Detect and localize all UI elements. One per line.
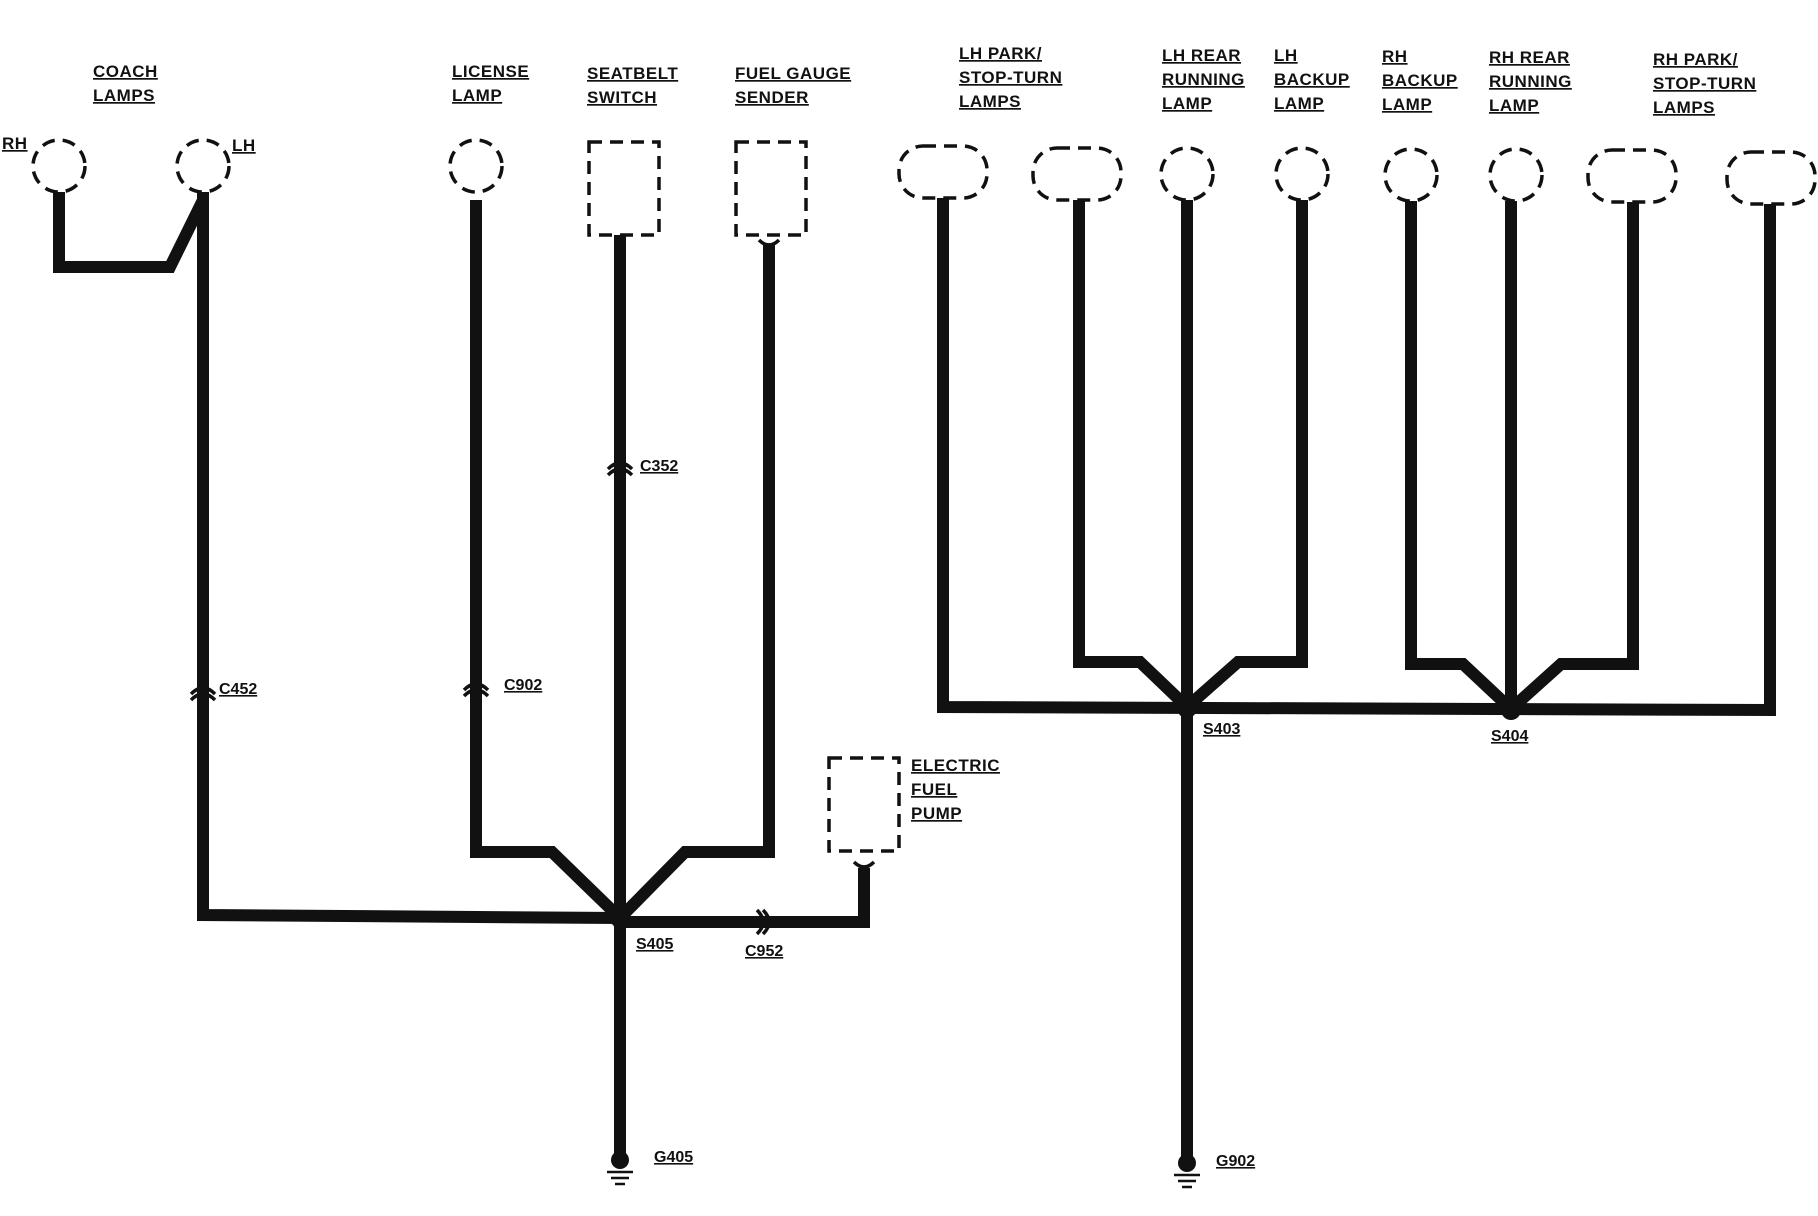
splice-s403 <box>1177 698 1197 718</box>
lh-park-stop-turn-label-1: LH PARK/ <box>959 44 1042 63</box>
coach-lamps-label-2: LAMPS <box>93 86 155 105</box>
ground-g902-label: G902 <box>1216 1153 1255 1170</box>
splice-s405 <box>610 908 630 928</box>
rh-backup-label-2: BACKUP <box>1382 71 1458 90</box>
electric-fuel-pump <box>827 756 901 853</box>
lh-park-stop-turn-label-2: STOP-TURN <box>959 68 1062 87</box>
seatbelt-switch <box>587 140 661 237</box>
wire-rh-backup <box>1405 201 1516 714</box>
fuel-gauge-sender-terminal <box>757 238 781 247</box>
wire-rh-park-lamp-1 <box>1506 202 1639 714</box>
electric-fuel-pump-label-1: ELECTRIC <box>911 756 1000 775</box>
license-lamp-label-2: LAMP <box>452 86 502 105</box>
wire-bus-s403-s404 <box>937 198 1776 717</box>
lh-park-stop-turn-lamp-2 <box>1031 146 1123 202</box>
connector-c952 <box>755 908 771 936</box>
lh-rear-running-label-3: LAMP <box>1162 94 1212 113</box>
coach-lamp-lh <box>175 138 231 194</box>
fuel-gauge-sender <box>734 140 808 237</box>
electric-fuel-pump-label-3: PUMP <box>911 804 962 823</box>
splice-s404 <box>1501 700 1521 720</box>
wire-electric-fuel-pump <box>620 868 870 928</box>
fuel-gauge-sender-label-2: SENDER <box>735 88 809 107</box>
electric-fuel-pump-terminal <box>852 860 876 869</box>
seatbelt-switch-label-1: SEATBELT <box>587 64 678 83</box>
rh-rear-running-label-1: RH REAR <box>1489 48 1570 67</box>
rh-backup-lamp <box>1383 147 1439 203</box>
lh-backup-label-3: LAMP <box>1274 94 1324 113</box>
license-lamp-label-1: LICENSE <box>452 62 529 81</box>
ground-g902-dot <box>1178 1154 1196 1172</box>
rh-backup-label-3: LAMP <box>1382 95 1432 114</box>
lh-rear-running-label-2: RUNNING <box>1162 70 1245 89</box>
wire-lh-park-lamp-2 <box>1073 200 1192 712</box>
lh-backup-label-1: LH <box>1274 46 1298 65</box>
splice-s405-label: S405 <box>636 936 673 953</box>
connector-c902-label: C902 <box>504 677 542 694</box>
ground-g405-label: G405 <box>654 1149 693 1166</box>
lh-backup-lamp <box>1274 146 1330 202</box>
rh-park-stop-turn-label-3: LAMPS <box>1653 98 1715 117</box>
wire-fuel-gauge-sender <box>615 245 775 923</box>
splice-s404-label: S404 <box>1491 728 1528 745</box>
license-lamp <box>448 138 504 194</box>
coach-lamps-label-1: COACH <box>93 62 158 81</box>
rh-rear-running-label-3: LAMP <box>1489 96 1539 115</box>
wire-lh-backup <box>1183 200 1308 712</box>
coach-lamp-rh-label: RH <box>2 134 28 153</box>
connector-c352 <box>606 461 634 477</box>
connector-c352-label: C352 <box>640 458 678 475</box>
rh-park-stop-turn-lamp-2 <box>1725 150 1817 206</box>
electric-fuel-pump-label-2: FUEL <box>911 780 957 799</box>
splice-s403-label: S403 <box>1203 721 1240 738</box>
coach-lamp-lh-label: LH <box>232 136 256 155</box>
rh-park-stop-turn-lamp-1 <box>1586 148 1678 204</box>
ground-g405-dot <box>611 1151 629 1169</box>
rh-park-stop-turn-label-2: STOP-TURN <box>1653 74 1756 93</box>
rh-rear-running-lamp <box>1488 147 1544 203</box>
rh-park-stop-turn-label-1: RH PARK/ <box>1653 50 1738 69</box>
lh-rear-running-lamp <box>1159 146 1215 202</box>
seatbelt-switch-label-2: SWITCH <box>587 88 657 107</box>
connector-c452-label: C452 <box>219 681 257 698</box>
wire-license-lamp <box>470 200 625 923</box>
connector-c952-label: C952 <box>745 943 783 960</box>
lh-park-stop-turn-lamp-1 <box>897 144 989 200</box>
wire-coach-main <box>197 192 621 924</box>
rh-rear-running-label-2: RUNNING <box>1489 72 1572 91</box>
rh-backup-label-1: RH <box>1382 47 1408 66</box>
lh-rear-running-label-1: LH REAR <box>1162 46 1241 65</box>
connector-c902 <box>462 682 490 698</box>
connector-c452 <box>189 686 217 702</box>
lh-backup-label-2: BACKUP <box>1274 70 1350 89</box>
coach-lamp-rh <box>31 138 87 194</box>
fuel-gauge-sender-label-1: FUEL GAUGE <box>735 64 851 83</box>
lh-park-stop-turn-label-3: LAMPS <box>959 92 1021 111</box>
wire-coach-rh <box>53 192 209 273</box>
